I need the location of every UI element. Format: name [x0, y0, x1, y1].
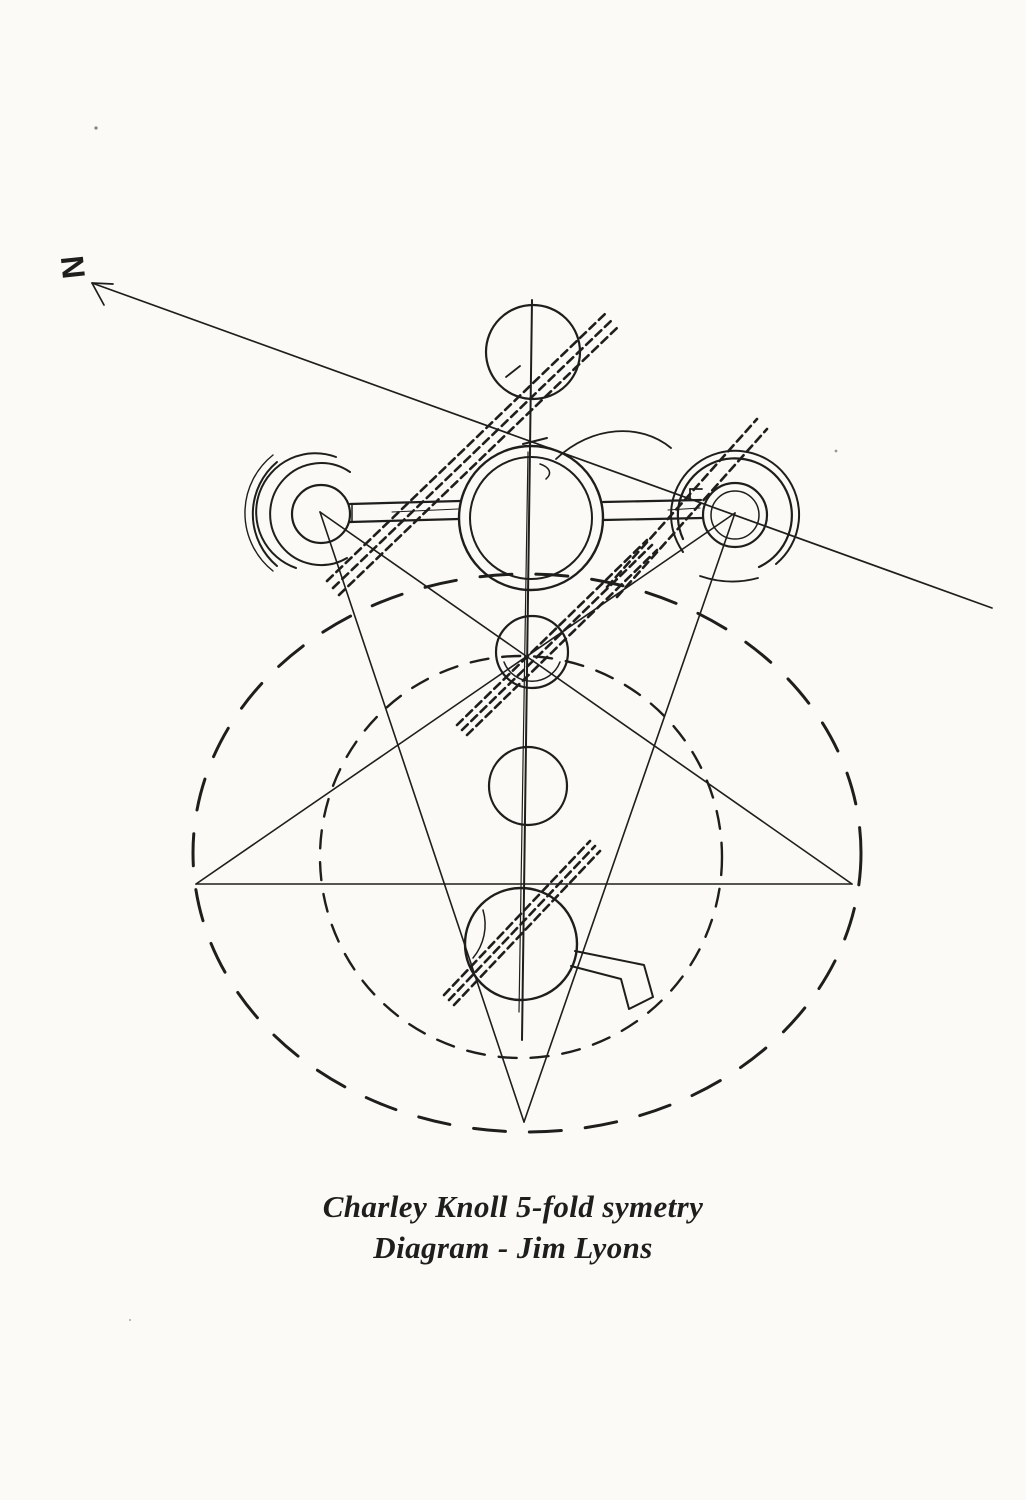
base-appendage	[570, 950, 654, 1010]
axis-tick	[522, 437, 548, 445]
central-axis	[518, 299, 548, 1041]
caption-line2: Diagram - Jim Lyons	[373, 1230, 653, 1265]
north-arrow-line	[91, 282, 993, 609]
node-circle-lower	[487, 745, 569, 827]
pentagram-edge	[319, 511, 525, 1123]
north-arrowhead-icon	[91, 282, 114, 306]
north-arrow: N	[54, 254, 993, 609]
pentagram-edge	[523, 512, 736, 1123]
scan-specks	[94, 126, 838, 1322]
hatch-band-middle	[455, 538, 659, 737]
caption-line1: Charley Knoll 5-fold symetry	[322, 1189, 704, 1224]
hatch-band-bottom	[442, 839, 602, 1007]
north-label: N	[54, 254, 92, 281]
connector-bar	[348, 488, 704, 524]
left-satellite	[244, 452, 352, 572]
hatch-band-top	[325, 311, 620, 597]
inner-dashed-circle	[318, 654, 724, 1060]
caption: Charley Knoll 5-fold symetry Diagram - J…	[0, 1186, 1026, 1268]
hatch-band-right	[605, 417, 769, 599]
outer-dashed-circle	[191, 572, 863, 1134]
orientation-arc	[555, 430, 672, 460]
pentagram-edge	[319, 511, 853, 885]
base-circle	[463, 886, 654, 1010]
pentagram	[195, 511, 853, 1123]
pentagram-edge	[195, 512, 736, 885]
node-circle-upper	[494, 614, 570, 690]
